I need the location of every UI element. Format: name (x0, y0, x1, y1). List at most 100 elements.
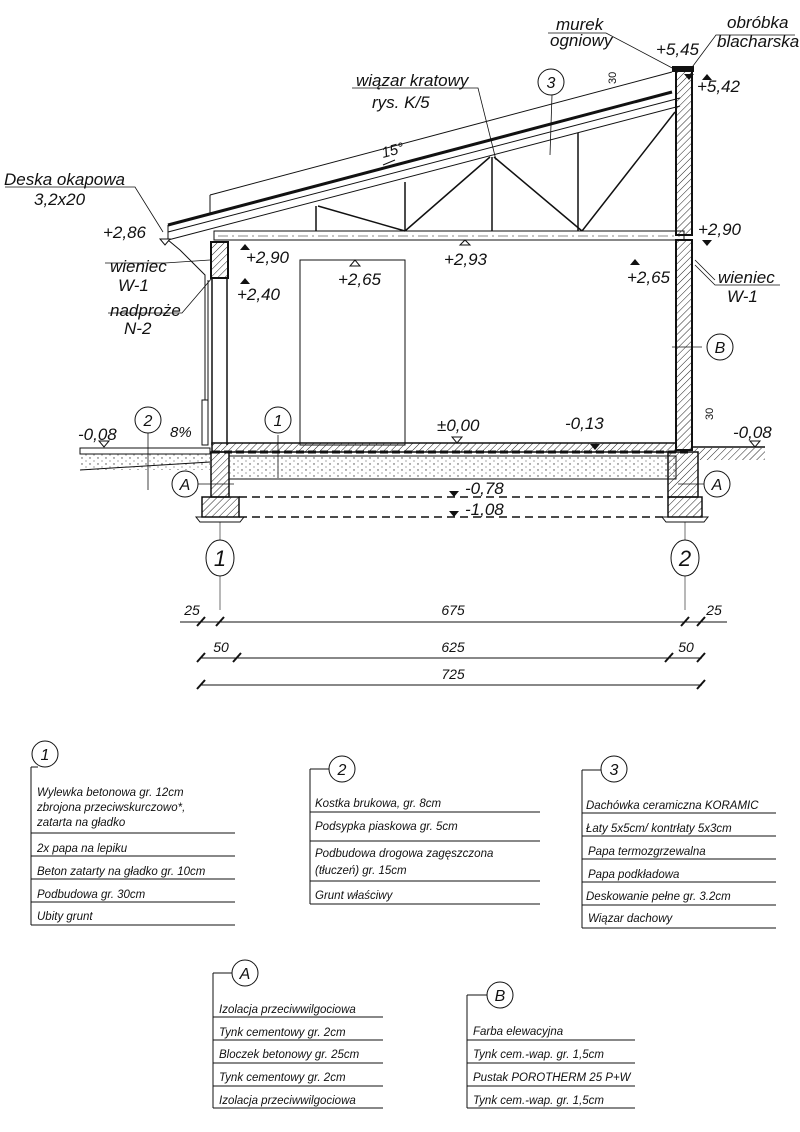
marker-a-right-label: A (711, 477, 723, 494)
legend-row: Bloczek betonowy gr. 25cm (219, 1049, 360, 1061)
legend-row: zbrojona przeciwskurczowo*, (36, 802, 185, 814)
wieniec-right-label: wieniec (718, 268, 775, 287)
legend-row: Papa podkładowa (588, 869, 679, 881)
legend-row: Pustak POROTHERM 25 P+W (473, 1072, 632, 1084)
legend-row: (tłuczeń) gr. 15cm (315, 865, 407, 877)
legend-1: 1 Wylewka betonowa gr. 12cm zbrojona prz… (30, 740, 235, 926)
blacharska-label: blacharska (717, 32, 799, 51)
legend-row: Papa termozgrzewalna (588, 846, 706, 858)
dim-725: 725 (441, 666, 465, 682)
level-108: -1,08 (465, 500, 504, 519)
level-078: -0,78 (465, 479, 504, 498)
legend-3-id: 3 (610, 762, 619, 779)
murek-label: murek (556, 15, 605, 34)
legend-row: Farba elewacyjna (473, 1026, 563, 1038)
marker-a-right (703, 470, 731, 498)
legend-row: Podbudowa gr. 30cm (37, 889, 146, 901)
legend-row: Wylewka betonowa gr. 12cm (37, 787, 184, 799)
dim-675: 675 (441, 602, 465, 618)
wiazar-label: wiązar kratowy (356, 71, 470, 90)
paving-left (79, 447, 211, 471)
legend-row: Ubity grunt (37, 911, 93, 923)
legend-2: 2 Kostka brukowa, gr. 8cm Podsypka piask… (309, 755, 540, 905)
marker-3 (537, 68, 565, 96)
level-265-door: +2,65 (338, 270, 382, 289)
level-008-left: -0,08 (78, 425, 117, 444)
level-545: +5,45 (656, 40, 700, 59)
legend-row: zatarta na gładko (36, 817, 126, 829)
axis-2-marker (670, 539, 700, 577)
roof (167, 71, 685, 242)
marker-1 (264, 406, 292, 434)
legend-row: Grunt właściwy (315, 890, 394, 902)
legend-row: 2x papa na lepiku (36, 843, 128, 855)
legend-row: Izolacja przeciwwilgociowa (219, 1095, 356, 1107)
legend-row: Dachówka ceramiczna KORAMIC (586, 800, 759, 812)
marker-b-label: B (715, 340, 726, 357)
leader-lines (5, 32, 795, 314)
level-265-right: +2,65 (627, 268, 671, 287)
marker-3-label: 3 (547, 75, 556, 92)
legend-row: Tynk cementowy gr. 2cm (219, 1072, 346, 1084)
marker-1-label: 1 (274, 413, 283, 430)
level-293: +2,93 (444, 250, 488, 269)
w1-right-label: W-1 (727, 287, 758, 306)
deska-label: Deska okapowa (4, 170, 125, 189)
legend-row: Tynk cem.-wap. gr. 1,5cm (473, 1095, 604, 1107)
legend-b: B Farba elewacyjna Tynk cem.-wap. gr. 1,… (466, 981, 635, 1109)
level-542: +5,42 (697, 77, 741, 96)
axis-1-marker (205, 539, 235, 577)
w1-left-label: W-1 (118, 276, 149, 295)
legend-row: Podbudowa drogowa zagęszczona (315, 848, 493, 860)
axis-1-label: 1 (214, 546, 226, 571)
legend-b-id: B (495, 988, 506, 1005)
legend-3: 3 Dachówka ceramiczna KORAMIC Łaty 5x5cm… (581, 755, 776, 929)
marker-a-left-label: A (179, 477, 191, 494)
legend-2-id: 2 (337, 762, 347, 779)
legend-row: Kostka brukowa, gr. 8cm (315, 798, 442, 810)
slope-pct-label: 8% (170, 424, 192, 441)
level-290-left: +2,90 (246, 248, 290, 267)
legend-row: Beton zatarty na gładko gr. 10cm (37, 866, 206, 878)
dim-50-right: 50 (678, 639, 694, 655)
nadproze-label: nadproże (110, 301, 181, 320)
marker-2 (134, 406, 162, 434)
slope-angle-label: 15° (380, 140, 406, 162)
legend-row: Tynk cementowy gr. 2cm (219, 1027, 346, 1039)
left-wall (167, 239, 246, 523)
deska-size-label: 3,2x20 (34, 190, 86, 209)
roof-thickness-label: 30 (607, 72, 619, 84)
legend-row: Wiązar dachowy (588, 913, 674, 925)
obrobka-label: obróbka (727, 13, 788, 32)
plinth-height-label: 30 (704, 408, 716, 420)
ogniowy-label: ogniowy (550, 31, 614, 50)
level-000: ±0,00 (437, 416, 480, 435)
marker-b (706, 333, 734, 361)
marker-a-left (171, 470, 199, 498)
legend-a: A Izolacja przeciwwilgociowa Tynk cement… (212, 959, 383, 1109)
marker-2-label: 2 (143, 413, 153, 430)
level-290-right: +2,90 (698, 220, 742, 239)
axis-2-label: 2 (678, 546, 691, 571)
level-286: +2,86 (103, 223, 147, 242)
dim-25-right: 25 (705, 602, 722, 618)
n2-label: N-2 (124, 319, 152, 338)
wieniec-left-label: wieniec (110, 257, 167, 276)
dimension-lines (180, 616, 727, 690)
dim-50-left: 50 (213, 639, 229, 655)
right-wall (660, 66, 710, 523)
rys-label: rys. K/5 (372, 93, 430, 112)
ground-right (692, 446, 765, 460)
legend-row: Tynk cem.-wap. gr. 1,5cm (473, 1049, 604, 1061)
floor-slab (211, 442, 690, 518)
legend-1-id: 1 (41, 747, 50, 764)
legend-row: Podsypka piaskowa gr. 5cm (315, 821, 458, 833)
level-013: -0,13 (565, 414, 604, 433)
legend-a-id: A (239, 966, 251, 983)
legend-row: Deskowanie pełne gr. 3.2cm (586, 891, 731, 903)
level-240: +2,40 (237, 285, 281, 304)
dim-625: 625 (441, 639, 465, 655)
level-008-right: -0,08 (733, 423, 772, 442)
